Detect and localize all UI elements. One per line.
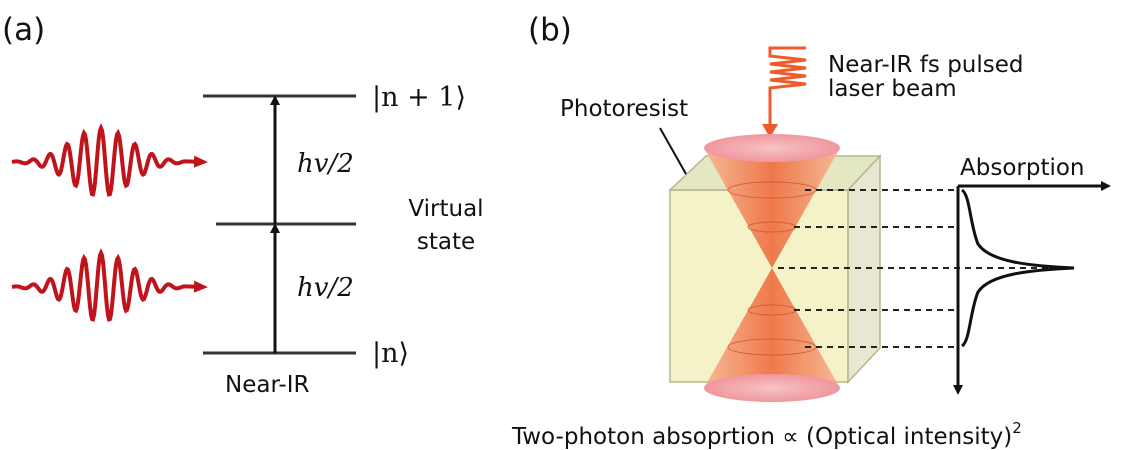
- laser-label-line1: Near-IR fs pulsed: [828, 52, 1024, 78]
- beam-cone-upper: [704, 148, 840, 268]
- absorption-curve: [960, 188, 1075, 348]
- wave-packet-bottom: [11, 247, 208, 322]
- caption-exponent: 2: [1012, 419, 1022, 437]
- panel-b-label: (b): [528, 12, 572, 48]
- absorption-label: Absorption: [960, 155, 1085, 181]
- near-ir-label: Near-IR: [225, 372, 310, 398]
- laser-beam-arrowhead: [762, 124, 778, 138]
- photon-energy-label-top: hv/2: [297, 149, 354, 179]
- caption: Two-photon absoprtion ∝ (Optical intensi…: [511, 419, 1022, 450]
- panel-a-label: (a): [2, 12, 45, 48]
- photon-energy-label-bottom: hv/2: [297, 273, 354, 303]
- photoresist-cube-side: [847, 154, 881, 384]
- lower-level-label: |n⟩: [372, 338, 409, 369]
- panel-b: (b) Near-IR fs pulsed laser beam Photore…: [511, 12, 1111, 450]
- focusing-lens-bottom: [704, 374, 840, 402]
- laser-label-line2: laser beam: [828, 76, 957, 102]
- caption-text: Two-photon absoprtion ∝ (Optical intensi…: [511, 424, 1012, 450]
- upper-level-label: |n + 1⟩: [372, 82, 466, 113]
- photoresist-label: Photoresist: [560, 96, 688, 122]
- beam-cone-lower: [704, 268, 840, 388]
- wave-packet-top: [11, 122, 208, 197]
- virtual-state-label-line2: state: [417, 229, 475, 255]
- projection-lines: [778, 189, 1070, 348]
- panel-a: (a) |n + 1⟩ |n⟩ hv/2 hv/2 Virtual state …: [2, 12, 484, 398]
- virtual-state-label-line1: Virtual: [408, 196, 483, 222]
- focusing-lens-top: [704, 134, 840, 162]
- laser-pulse-icon: [768, 46, 807, 130]
